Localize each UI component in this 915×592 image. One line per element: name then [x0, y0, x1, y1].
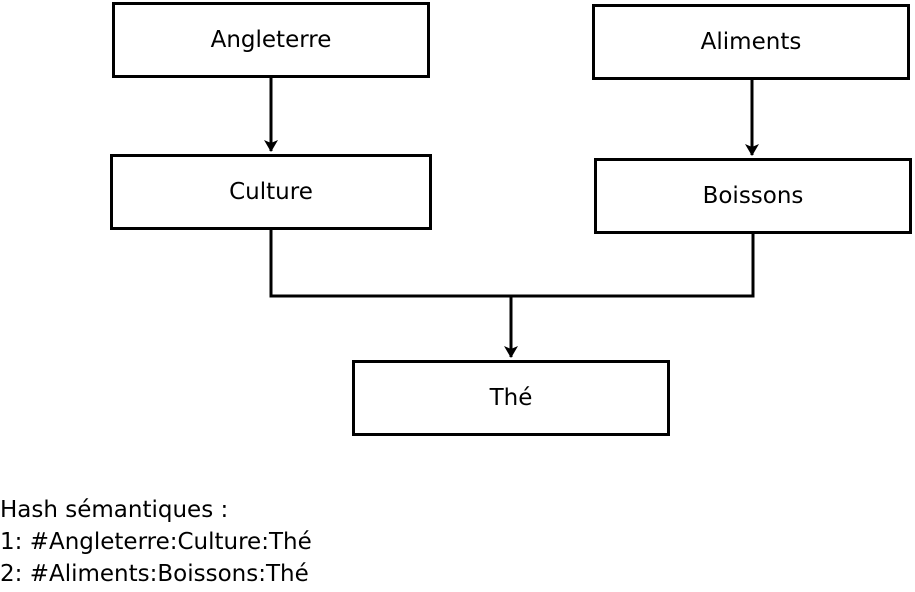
- node-angleterre-label: Angleterre: [210, 27, 332, 53]
- node-aliments-label: Aliments: [700, 29, 802, 55]
- notes-line-2: 2: #Aliments:Boissons:Thé: [0, 561, 309, 587]
- node-boissons-label: Boissons: [702, 183, 804, 209]
- edge-boissons-the: [511, 234, 755, 298]
- notes-heading: Hash sémantiques :: [0, 497, 229, 523]
- node-boissons: Boissons: [594, 158, 912, 234]
- node-the-label: Thé: [489, 385, 533, 411]
- node-aliments: Aliments: [592, 4, 910, 80]
- node-culture-label: Culture: [229, 179, 313, 205]
- node-angleterre: Angleterre: [112, 2, 430, 78]
- node-culture: Culture: [110, 154, 432, 230]
- edge-culture-the: [269, 230, 511, 298]
- semantic-hash-notes: Hash sémantiques : 1: #Angleterre:Cultur…: [0, 494, 312, 590]
- notes-line-1: 1: #Angleterre:Culture:Thé: [0, 529, 312, 555]
- node-the: Thé: [352, 360, 670, 436]
